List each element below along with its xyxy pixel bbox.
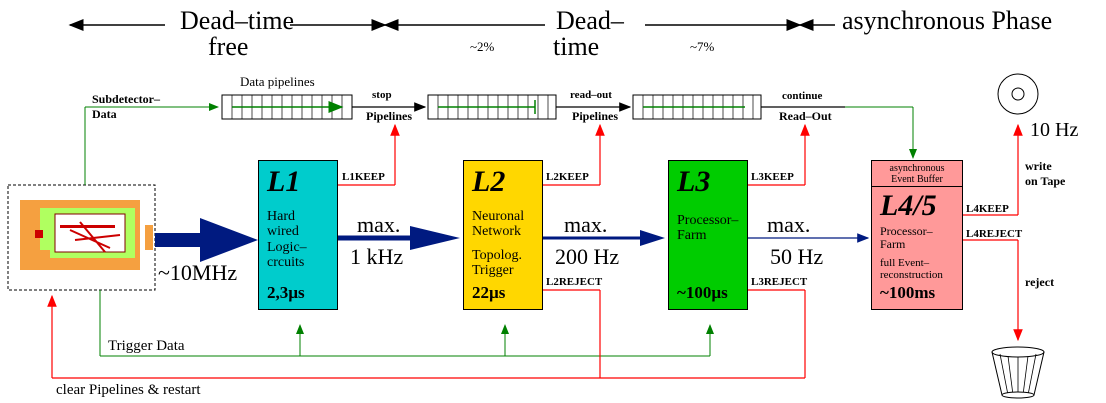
phase-free-title-1: Dead–time	[180, 6, 295, 35]
readout-label: read–out	[570, 89, 612, 101]
pipeline-2	[427, 94, 557, 120]
tape-icon	[997, 73, 1039, 115]
main-flow-arrows	[155, 218, 870, 262]
level-1-desc-line: Logic–	[267, 239, 307, 255]
rate-2-max: max.	[564, 212, 608, 237]
reject-label: reject	[1025, 275, 1055, 289]
level-2-name: L2	[472, 165, 506, 198]
level-4-time: ~100ms	[880, 283, 936, 302]
level-1-name: L1	[267, 165, 301, 198]
tape-rate-label: 10 Hz	[1030, 119, 1079, 141]
pipelines-label-1: Pipelines	[366, 109, 413, 123]
pipelines-label-2: Pipelines	[572, 109, 619, 123]
level-3-time: ~100µs	[677, 283, 728, 302]
level-2-desc-line: Trigger	[472, 263, 514, 279]
phase-async-title: asynchronous Phase	[842, 6, 1053, 35]
l3-reject-label: L3REJECT	[751, 276, 808, 288]
level-2-desc-spacer	[472, 240, 524, 248]
level-3-name: L3	[677, 165, 711, 198]
rate-1-value: 1 kHz	[350, 244, 404, 269]
level-4-desc-line: Farm	[880, 237, 906, 252]
stop-label: stop	[372, 89, 392, 101]
input-rate-label: ~10MHz	[158, 260, 238, 285]
level-1-desc-line: wired	[267, 224, 299, 240]
clear-pipelines-label: clear Pipelines & restart	[56, 382, 201, 398]
level-3-box: L3 Processor– Farm ~100µs	[668, 160, 748, 310]
phase-dead-title-1: Dead–	[556, 6, 624, 35]
l2-reject-label: L2REJECT	[546, 276, 603, 288]
level-1-desc-line: crcuits	[267, 255, 305, 271]
l1-keep-label: L1KEEP	[342, 171, 385, 183]
level-1-box: L1 Hard wired Logic– crcuits 2,3µs	[258, 160, 338, 310]
level-1-desc: Hard wired Logic– crcuits	[267, 209, 307, 271]
level-2-desc-line: Network	[472, 224, 521, 240]
level-2-desc-line: Neuronal	[472, 209, 525, 224]
rate-3-max: max.	[767, 212, 811, 237]
phase-dead-pct-1: ~2%	[470, 39, 495, 54]
level-4-desc-line: full Event–	[880, 257, 930, 270]
level-4-desc-line: reconstruction	[880, 269, 943, 282]
l3-keep-label: L3KEEP	[751, 171, 794, 183]
level-2-desc-line: Topolog.	[472, 247, 522, 263]
phase-free-title-2: free	[208, 32, 249, 61]
subdetector-label-2: Data	[92, 107, 117, 121]
rate-3-value: 50 Hz	[770, 244, 824, 269]
l4-reject-label: L4REJECT	[966, 228, 1023, 240]
level-3-desc-line: Farm	[677, 228, 707, 244]
write-label-2: on Tape	[1025, 174, 1066, 188]
trigger-data-label: Trigger Data	[108, 338, 185, 354]
phase-dead-pct-2: ~7%	[690, 39, 715, 54]
trash-bin-icon	[991, 346, 1045, 399]
level-2-desc: Neuronal Network Topolog. Trigger	[472, 209, 524, 279]
pipeline-3	[632, 94, 762, 120]
keep-arrows	[338, 123, 1023, 342]
level-4-box: asynchronous Event Buffer L4/5 Processor…	[871, 160, 963, 310]
level-4-name: L4/5	[880, 189, 937, 222]
continue-label: continue	[782, 90, 823, 102]
rate-1-max: max.	[357, 212, 401, 237]
level-4-desc-line: Processor–	[880, 224, 933, 238]
level-1-time: 2,3µs	[267, 283, 305, 302]
subdetector-lines	[84, 103, 917, 357]
pipelines-label: Data pipelines	[240, 74, 315, 89]
event-buffer: asynchronous Event Buffer	[872, 161, 962, 187]
event-buffer-line: Event Buffer	[891, 174, 943, 185]
level-4-desc: Processor– Farm full Event– reconstructi…	[880, 224, 943, 282]
phase-dead-title-2: time	[553, 32, 600, 61]
detector-image	[7, 184, 156, 291]
level-2-box: L2 Neuronal Network Topolog. Trigger 22µ…	[463, 160, 543, 310]
l2-keep-label: L2KEEP	[546, 171, 589, 183]
write-label-1: write	[1025, 159, 1052, 173]
rate-2-value: 200 Hz	[555, 244, 620, 269]
level-3-desc-line: Processor–	[677, 213, 739, 228]
l4-keep-label: L4KEEP	[966, 203, 1009, 215]
level-2-time: 22µs	[472, 283, 506, 302]
event-buffer-line: asynchronous	[889, 163, 945, 174]
pipeline-1	[221, 94, 353, 120]
reject-lines	[47, 289, 806, 379]
subdetector-label-1: Subdetector–	[92, 92, 160, 106]
level-3-desc: Processor– Farm	[677, 213, 738, 244]
level-1-desc-line: Hard	[267, 209, 295, 224]
readout-label-2: Read–Out	[779, 109, 832, 123]
